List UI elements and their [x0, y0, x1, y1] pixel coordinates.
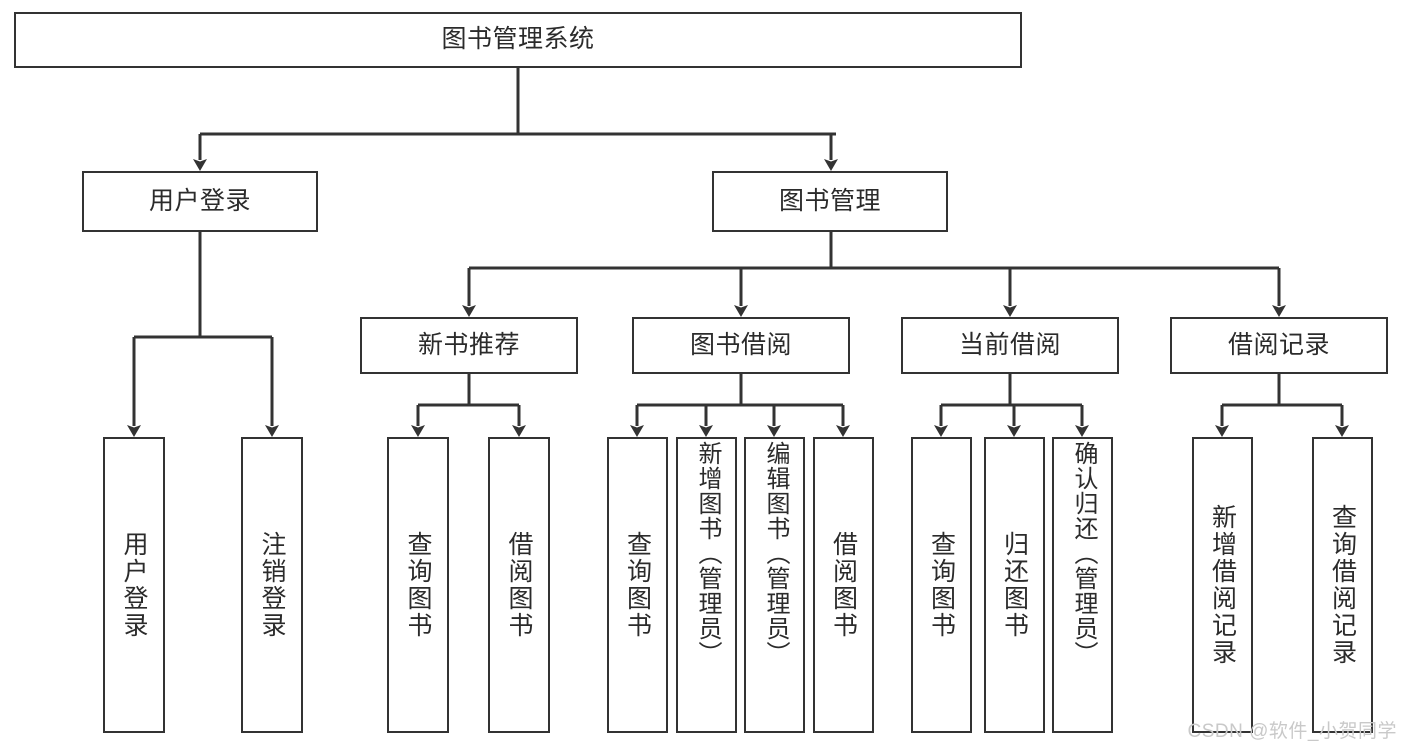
node-label: 借阅图书: [505, 531, 533, 639]
node-label: 用户登录: [148, 186, 251, 215]
node-leaf-query-book-borrow[interactable]: 查询图书: [607, 437, 668, 733]
node-leaf-user-login[interactable]: 用户登录: [103, 437, 165, 733]
node-label: 注销登录: [258, 531, 286, 639]
node-leaf-edit-book-admin[interactable]: 编辑图书（管理员）: [744, 437, 805, 733]
node-label: 借阅记录: [1227, 330, 1330, 359]
node-leaf-add-borrow-record[interactable]: 新增借阅记录: [1192, 437, 1253, 733]
node-label: 新增借阅记录: [1208, 504, 1237, 666]
node-label: 图书管理系统: [441, 25, 595, 54]
node-current-borrow[interactable]: 当前借阅: [901, 317, 1119, 374]
node-label: 当前借阅: [958, 330, 1061, 359]
node-user-login[interactable]: 用户登录: [82, 171, 318, 232]
node-book-borrow[interactable]: 图书借阅: [632, 317, 850, 374]
node-leaf-borrow-book-recommend[interactable]: 借阅图书: [488, 437, 550, 733]
node-label: 新增图书（管理员）: [693, 441, 721, 666]
node-book-management-system[interactable]: 图书管理系统: [14, 12, 1022, 68]
node-label: 查询图书: [927, 531, 956, 639]
node-leaf-add-book-admin[interactable]: 新增图书（管理员）: [676, 437, 737, 733]
node-label: 归还图书: [1000, 531, 1029, 639]
node-label: 用户登录: [120, 531, 148, 639]
node-label: 查询图书: [623, 531, 652, 639]
node-label: 编辑图书（管理员）: [761, 441, 789, 666]
node-leaf-borrow-book[interactable]: 借阅图书: [813, 437, 874, 733]
node-label: 查询图书: [404, 531, 432, 639]
node-borrow-record[interactable]: 借阅记录: [1170, 317, 1388, 374]
node-new-book-recommend[interactable]: 新书推荐: [360, 317, 578, 374]
node-label: 借阅图书: [829, 531, 858, 639]
node-leaf-return-book[interactable]: 归还图书: [984, 437, 1045, 733]
node-label: 新书推荐: [417, 330, 520, 359]
node-leaf-confirm-return-admin[interactable]: 确认归还（管理员）: [1052, 437, 1113, 733]
node-label: 图书管理: [778, 186, 881, 215]
node-leaf-query-borrow-record[interactable]: 查询借阅记录: [1312, 437, 1373, 733]
node-book-management[interactable]: 图书管理: [712, 171, 948, 232]
node-leaf-logout[interactable]: 注销登录: [241, 437, 303, 733]
node-leaf-query-book-current[interactable]: 查询图书: [911, 437, 972, 733]
node-label: 确认归还（管理员）: [1069, 441, 1097, 666]
node-leaf-query-book-recommend[interactable]: 查询图书: [387, 437, 449, 733]
node-label: 查询借阅记录: [1328, 504, 1357, 666]
watermark-text: CSDN @软件_小贺同学: [1187, 721, 1397, 742]
node-label: 图书借阅: [689, 330, 792, 359]
